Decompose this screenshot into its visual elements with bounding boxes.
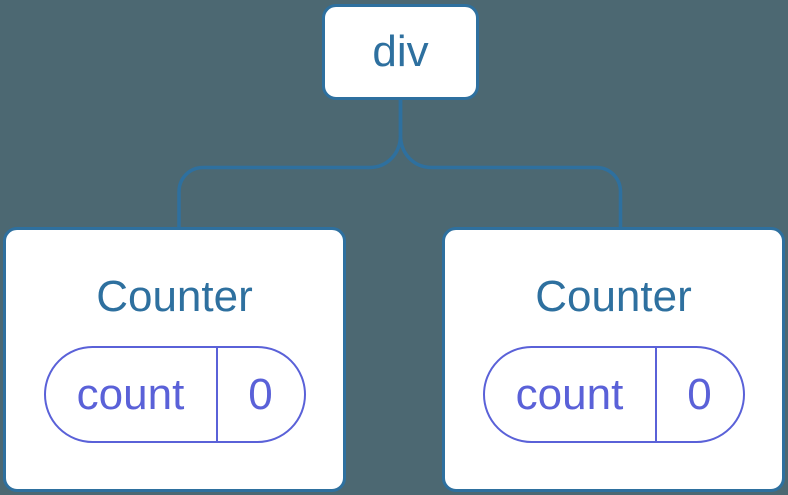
state-value: 0: [248, 369, 273, 419]
state-key-label: count: [46, 348, 218, 441]
state-value: 0: [687, 369, 712, 419]
state-pill: count 0: [43, 346, 306, 443]
state-key-label: count: [485, 348, 657, 441]
connector-left-branch: [177, 99, 403, 228]
component-title: Counter: [96, 272, 253, 321]
counter-card-left: Counter count 0: [3, 227, 346, 492]
counter-card-right: Counter count 0: [442, 227, 785, 492]
state-pill: count 0: [482, 346, 745, 443]
root-node-div: div: [322, 4, 479, 100]
root-node-label: div: [372, 27, 429, 76]
connector-right-branch: [398, 99, 623, 228]
component-title: Counter: [535, 272, 692, 321]
